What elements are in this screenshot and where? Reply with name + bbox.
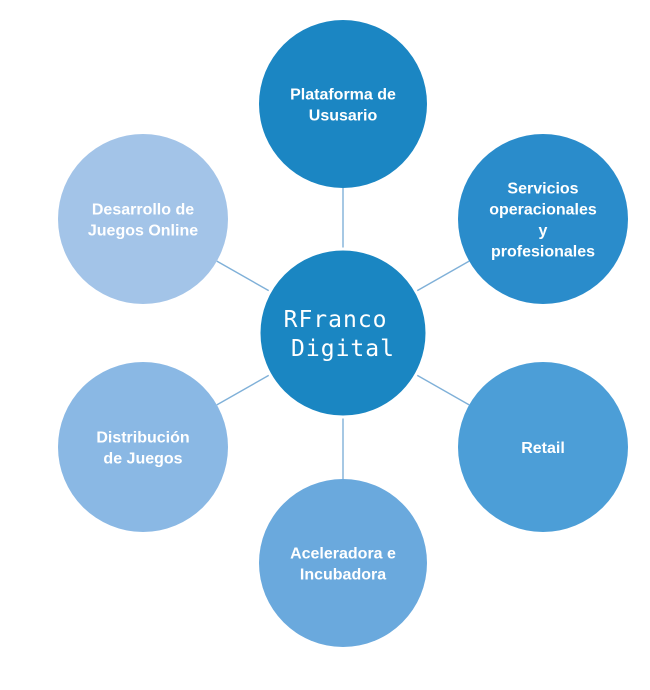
node-label-aceleradora: Aceleradora e Incubadora — [290, 546, 396, 584]
node-label-line: profesionales — [491, 244, 595, 261]
node-distribucion: Distribución de Juegos — [58, 362, 228, 532]
node-label-line: operacionales — [489, 202, 597, 219]
node-label-line: Aceleradora e — [290, 546, 396, 563]
node-label-plataforma: Plataforma de Ususario — [290, 87, 396, 125]
center-node: RFranco Digital — [257, 247, 429, 419]
connectors — [216, 188, 470, 479]
node-circle-plataforma — [259, 20, 427, 188]
node-servicios: Servicios operacionales y profesionales — [458, 134, 628, 304]
center-label-line: Digital — [291, 336, 395, 362]
node-label-line: Retail — [521, 440, 565, 457]
center-label-line: RFranco — [284, 307, 388, 333]
node-label-desarrollo: Desarrollo de Juegos Online — [88, 202, 198, 240]
node-circle-desarrollo — [58, 134, 228, 304]
connector-desarrollo — [216, 260, 271, 293]
node-label-line: y — [539, 223, 548, 240]
node-label-line: Distribución — [96, 430, 189, 447]
node-label-line: Ususario — [309, 108, 378, 125]
node-plataforma: Plataforma de Ususario — [259, 20, 427, 188]
node-circle-servicios — [458, 134, 628, 304]
node-circle-aceleradora — [259, 479, 427, 647]
node-label-line: de Juegos — [103, 451, 182, 468]
node-label-line: Desarrollo de — [92, 202, 194, 219]
node-circle-retail — [458, 362, 628, 532]
node-label-line: Plataforma de — [290, 87, 396, 104]
node-label-retail: Retail — [521, 440, 565, 457]
node-aceleradora: Aceleradora e Incubadora — [259, 479, 427, 647]
node-circle-distribucion — [58, 362, 228, 532]
node-label-distribucion: Distribución de Juegos — [96, 430, 189, 468]
node-label-line: Juegos Online — [88, 223, 198, 240]
center-circle — [257, 247, 429, 419]
node-label-line: Incubadora — [300, 567, 386, 584]
connector-distribucion — [216, 373, 271, 406]
connector-retail — [415, 373, 470, 406]
center-label: RFranco Digital — [284, 307, 403, 362]
node-label-servicios: Servicios operacionales y profesionales — [489, 181, 597, 261]
connector-servicios — [415, 260, 470, 293]
node-desarrollo: Desarrollo de Juegos Online — [58, 134, 228, 304]
node-label-line: Servicios — [507, 181, 578, 198]
node-retail: Retail — [458, 362, 628, 532]
